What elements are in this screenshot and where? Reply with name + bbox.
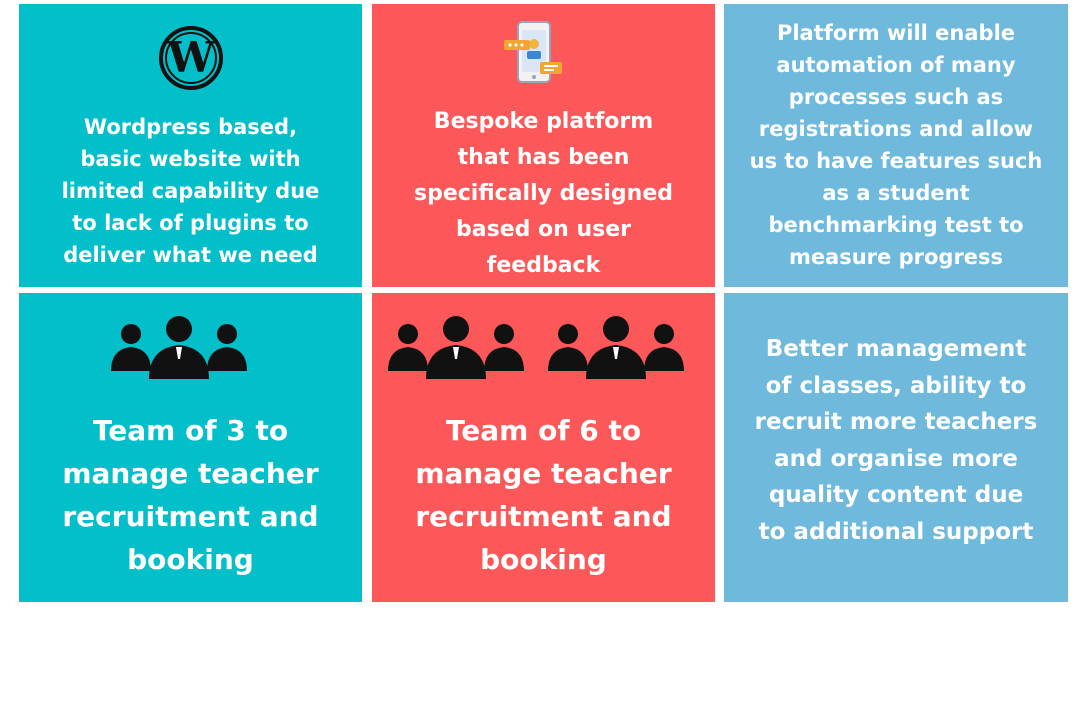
automation-benefits-tile: Platform will enable automation of many …: [724, 4, 1068, 287]
svg-text:W: W: [166, 33, 215, 82]
team-group-icon: [111, 316, 247, 379]
management-benefits-text: Better management of classes, ability to…: [754, 336, 1038, 545]
team-of-6-text: Team of 6 to manage teacher recruitment …: [415, 414, 672, 576]
bespoke-platform-tile: Bespoke platform that has been specifica…: [372, 4, 715, 287]
management-benefits-tile: Better management of classes, ability to…: [724, 293, 1068, 602]
team-group-icon: [388, 316, 684, 379]
team-of-3-tile: Team of 3 to manage teacher recruitment …: [19, 293, 362, 602]
mobile-app-feedback-icon: [504, 21, 562, 83]
bespoke-platform-text: Bespoke platform that has been specifica…: [413, 109, 673, 278]
current-website-tile: W Wordpress based, basic website with li…: [19, 4, 362, 287]
team-of-6-tile: Team of 6 to manage teacher recruitment …: [372, 293, 715, 602]
current-website-text: Wordpress based, basic website with limi…: [61, 115, 320, 267]
automation-benefits-text: Platform will enable automation of many …: [749, 21, 1043, 269]
team-of-3-text: Team of 3 to manage teacher recruitment …: [62, 414, 319, 576]
wordpress-logo-icon: W: [159, 26, 223, 90]
